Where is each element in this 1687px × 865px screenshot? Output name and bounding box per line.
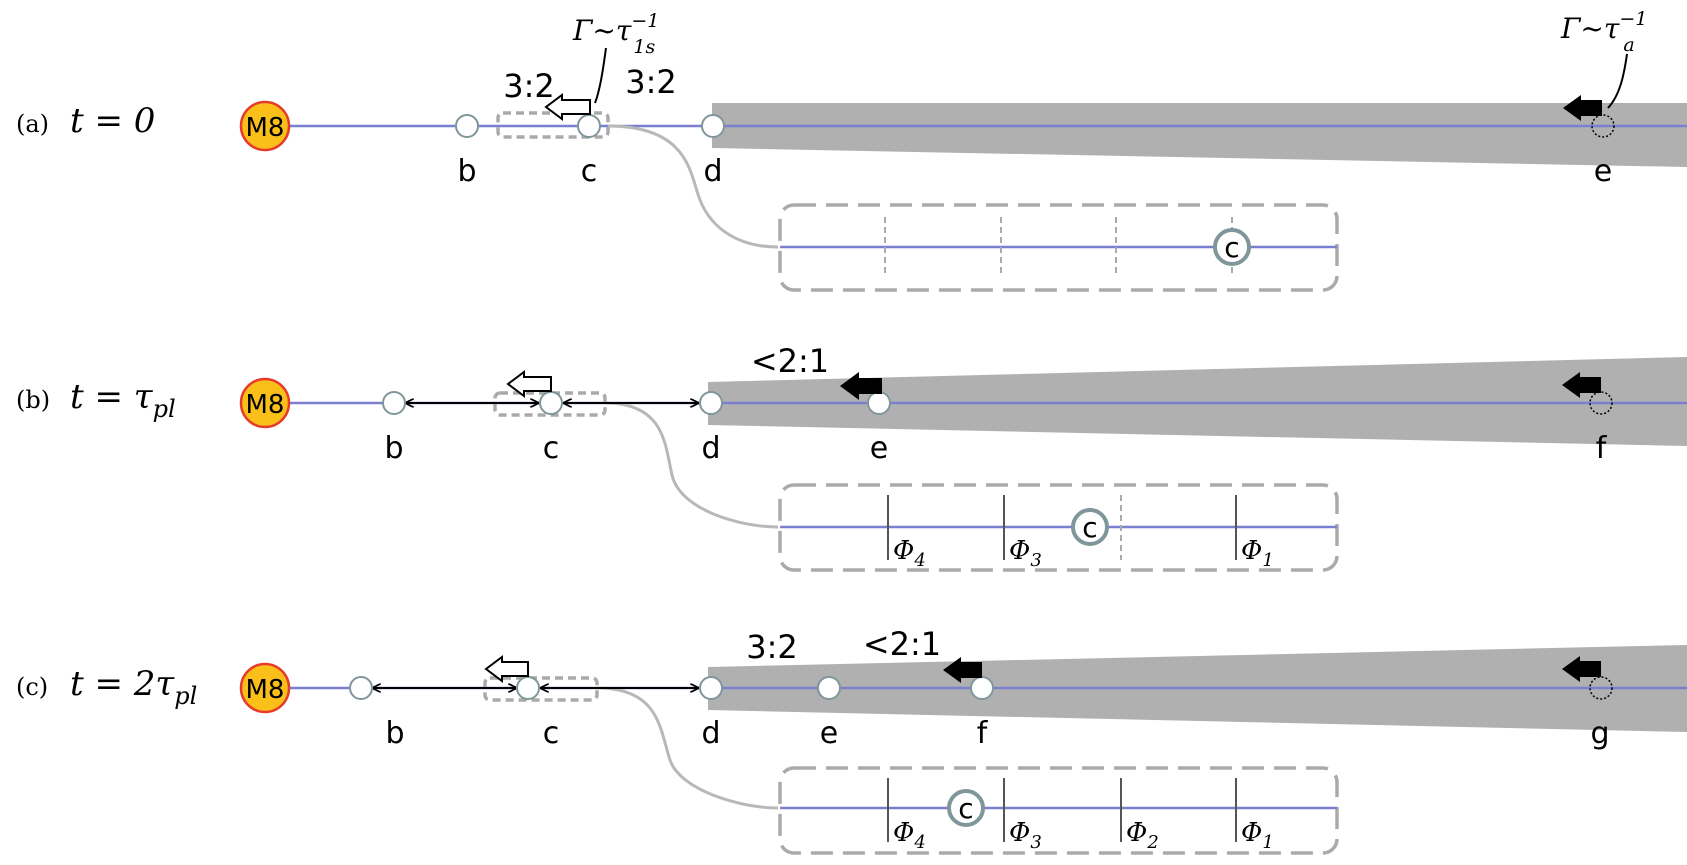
zoom-planet-label: c [1224, 231, 1239, 264]
star-m8 [239, 377, 291, 429]
planet-b [382, 391, 406, 415]
planet-c-label: c [543, 431, 560, 466]
zoom-planet-label: c [958, 792, 973, 825]
planet-c [516, 676, 540, 700]
planet-b-label: b [385, 716, 404, 751]
disk-wedge [712, 103, 1687, 167]
disk-wedge [708, 357, 1687, 446]
planet-f-label: f [977, 716, 989, 751]
planet-b-label: b [457, 154, 476, 189]
zoom-connector [604, 401, 779, 529]
panel-c-label: (c) [16, 673, 48, 701]
phase-label: Φ2 [1126, 818, 1159, 853]
solid-arrow [1563, 95, 1602, 121]
star-label: M8 [246, 113, 285, 143]
zoom-planet-c [1213, 228, 1251, 266]
phase-label: Φ1 [1241, 536, 1274, 571]
hollow-arrow [506, 370, 552, 398]
solid-arrow [840, 372, 882, 400]
planet-c [539, 391, 563, 415]
panel-c-time-label: t = 2τpl [70, 664, 197, 710]
planet-d-label: d [701, 716, 720, 751]
zoom-box [778, 766, 1339, 855]
annotation-leader [594, 47, 607, 104]
panel-a-label: (a) [16, 110, 49, 138]
star-label: M8 [246, 390, 285, 420]
zoom-connector [596, 686, 779, 810]
solid-arrow [1562, 656, 1601, 682]
planet-b-label: b [384, 431, 403, 466]
planet-e-label: e [820, 716, 838, 751]
phase-label: Φ3 [1009, 536, 1042, 571]
planet-f-ghost [1589, 391, 1613, 415]
phase-label: Φ1 [1241, 818, 1274, 853]
planet-d [701, 114, 725, 138]
planet-g-ghost [1589, 676, 1613, 700]
planet-e-label: e [870, 431, 888, 466]
solid-arrow [1562, 372, 1601, 398]
annotation-leader [1607, 53, 1628, 109]
planet-e [867, 391, 891, 415]
solid-arrow [943, 657, 982, 683]
planet-e-ghost [1591, 114, 1615, 138]
planet-c-label: c [543, 716, 560, 751]
planet-g-label: g [1590, 716, 1609, 751]
panel-c: (c) t = 2τpl M8 b c d e f g 3:2 <2:1 [16, 625, 1687, 855]
planet-d-label: d [703, 154, 722, 189]
panel-b-time-label: t = τpl [70, 377, 176, 423]
panel-b: (b) t = τpl M8 b c d e f <2:1 c Φ4 [16, 342, 1687, 572]
panel-a-time-label: t = 0 [70, 101, 155, 141]
phase-label: Φ4 [893, 536, 926, 571]
planet-c [577, 114, 601, 138]
resonance-label: 3:2 [746, 628, 798, 666]
planet-d [699, 391, 723, 415]
planet-c-label: c [581, 154, 598, 189]
phase-label: Φ3 [1009, 818, 1042, 853]
planet-f-label: f [1596, 431, 1608, 466]
planet-d-label: d [701, 431, 720, 466]
phase-label: Φ4 [893, 818, 926, 853]
planet-d [699, 676, 723, 700]
star-m8 [239, 100, 291, 152]
zoom-planet-c [1071, 508, 1109, 546]
hollow-arrow [544, 93, 591, 121]
hollow-arrow [484, 655, 529, 683]
resonance-label: <2:1 [863, 625, 941, 663]
resonance-label: <2:1 [751, 342, 829, 380]
zoom-planet-label: c [1082, 511, 1097, 544]
planet-e [817, 676, 841, 700]
planet-e-label: e [1594, 154, 1612, 189]
zoom-planet-c [947, 789, 985, 827]
resonance-label: 3:2 [503, 67, 555, 105]
planet-b [455, 114, 479, 138]
zoom-connector [607, 124, 779, 249]
star-label: M8 [246, 675, 285, 705]
panel-b-label: (b) [16, 386, 50, 414]
planet-b [349, 676, 373, 700]
resonance-label: 3:2 [625, 63, 677, 101]
planet-f [970, 676, 994, 700]
star-m8 [239, 662, 291, 714]
